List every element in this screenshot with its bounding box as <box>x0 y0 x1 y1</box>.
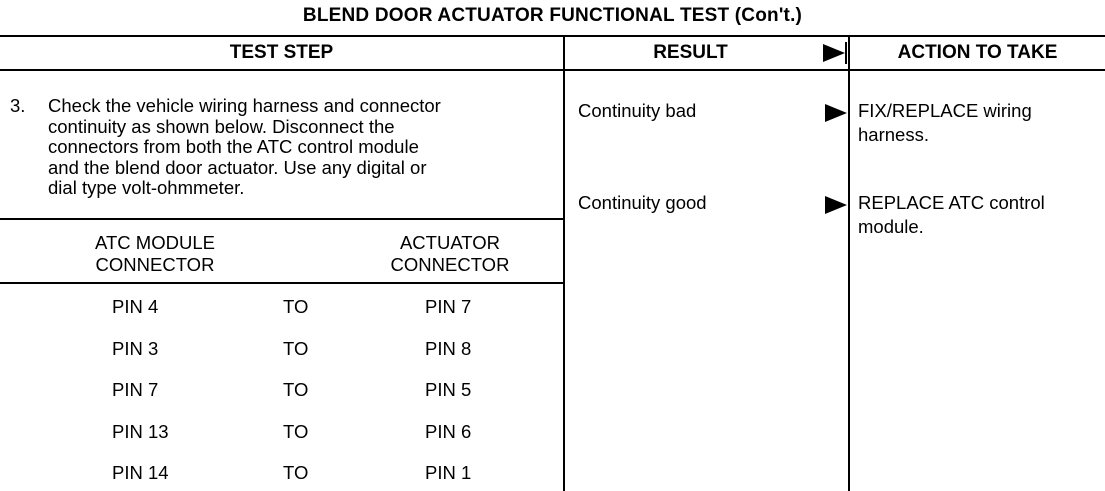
action-line: REPLACE ATC control <box>858 192 1045 213</box>
column-divider-2 <box>848 35 850 491</box>
pin-from: PIN 7 <box>112 379 159 400</box>
header-top-rule <box>0 35 1105 37</box>
pin-table-header-rule <box>0 282 563 284</box>
pin-dest: PIN 6 <box>425 421 472 442</box>
pin-table-col-atc: ATC MODULE CONNECTOR <box>60 232 250 276</box>
col-actuator-line: ACTUATOR <box>399 232 501 253</box>
step-number: 3. <box>10 95 26 116</box>
page-title: BLEND DOOR ACTUATOR FUNCTIONAL TEST (Con… <box>302 5 803 26</box>
pin-to: TO <box>283 462 309 483</box>
col-actuator-line: CONNECTOR <box>390 254 510 275</box>
action-replace-module: REPLACE ATC control module. <box>858 191 1103 239</box>
column-divider-1 <box>563 35 565 491</box>
action-fix-replace: FIX/REPLACE wiring harness. <box>858 99 1103 147</box>
step-line: and the blend door actuator. Use any dig… <box>48 156 427 178</box>
pin-dest: PIN 7 <box>425 296 472 317</box>
pin-dest: PIN 5 <box>425 379 472 400</box>
col-atc-line: ATC MODULE <box>95 232 215 253</box>
pin-dest: PIN 8 <box>425 338 472 359</box>
pin-to: TO <box>283 296 309 317</box>
pin-dest: PIN 1 <box>425 462 472 483</box>
pin-from: PIN 3 <box>112 338 159 359</box>
header-bottom-rule <box>0 69 1105 71</box>
pin-to: TO <box>283 338 309 359</box>
result-arrow-icon <box>825 196 847 214</box>
step-line: dial type volt-ohmmeter. <box>48 177 245 198</box>
result-continuity-good: Continuity good <box>578 192 707 213</box>
pin-from: PIN 14 <box>112 462 169 483</box>
pin-table-col-actuator: ACTUATOR CONNECTOR <box>360 232 540 276</box>
pin-from: PIN 4 <box>112 296 159 317</box>
header-arrow-bar <box>845 42 847 64</box>
header-test-step: TEST STEP <box>229 42 334 63</box>
header-result: RESULT <box>653 42 728 63</box>
step-line: connectors from both the ATC control mod… <box>48 136 419 157</box>
pin-to: TO <box>283 379 309 400</box>
step-line: continuity as shown below. Disconnect th… <box>48 115 395 137</box>
col-atc-line: CONNECTOR <box>95 254 215 275</box>
header-arrow-icon <box>823 44 845 62</box>
step-instructions: 3. Check the vehicle wiring harness and … <box>10 95 535 199</box>
action-line: FIX/REPLACE wiring <box>858 100 1032 121</box>
action-line: module. <box>858 216 924 237</box>
result-arrow-icon <box>825 104 847 122</box>
pin-to: TO <box>283 421 309 442</box>
pin-table-top-rule <box>0 218 563 220</box>
step-line: Check the vehicle wiring harness and con… <box>48 95 441 116</box>
result-continuity-bad: Continuity bad <box>578 100 697 121</box>
pin-from: PIN 13 <box>112 421 169 442</box>
header-action: ACTION TO TAKE <box>897 42 1058 63</box>
action-line: harness. <box>858 124 929 145</box>
